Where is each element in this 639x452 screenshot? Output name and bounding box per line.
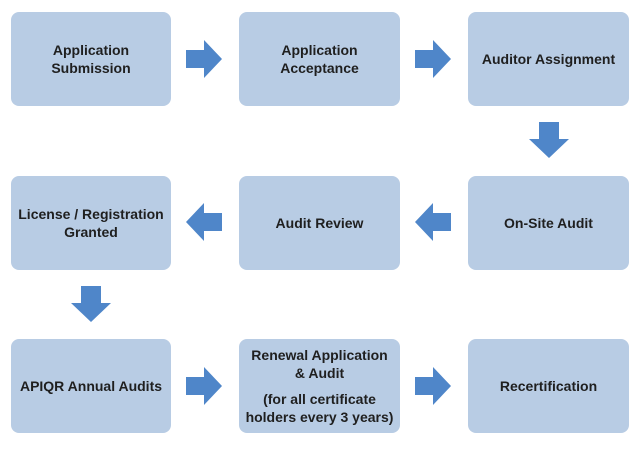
renewal-note-line: holders every 3 years) (245, 409, 394, 425)
step-label-line: Granted (64, 224, 118, 240)
step-apiqr-annual-audits: APIQR Annual Audits (11, 339, 171, 433)
down-arrow-icon (529, 122, 569, 158)
step-auditor-assignment: Auditor Assignment (468, 12, 629, 106)
renewal-note-line: (for all certificate (263, 391, 376, 407)
step-label-line: Application (52, 42, 130, 58)
step-label-line: Audit Review (275, 215, 364, 231)
step-label-line: APIQR Annual Audits (19, 378, 163, 394)
right-arrow-icon (186, 367, 222, 405)
right-arrow-icon (186, 40, 222, 78)
step-renewal-application-audit: Renewal Application & Audit (for all cer… (239, 339, 400, 433)
step-application-acceptance: Application Acceptance (239, 12, 400, 106)
step-label-line: Application (281, 42, 358, 58)
step-label-line: Submission (51, 60, 131, 76)
right-arrow-icon (415, 367, 451, 405)
down-arrow-icon (71, 286, 111, 322)
step-license-registration-granted: License / Registration Granted (11, 176, 171, 270)
right-arrow-icon (415, 40, 451, 78)
step-audit-review: Audit Review (239, 176, 400, 270)
step-on-site-audit: On-Site Audit (468, 176, 629, 270)
step-label-line: Acceptance (280, 60, 359, 76)
step-label-line: License / Registration (18, 206, 164, 222)
left-arrow-icon (186, 203, 222, 241)
step-label-line: Auditor Assignment (481, 51, 616, 67)
step-label-line: Recertification (499, 378, 598, 394)
step-label-line: Renewal Application (251, 347, 388, 363)
step-label-line: On-Site Audit (504, 215, 593, 231)
step-recertification: Recertification (468, 339, 629, 433)
left-arrow-icon (415, 203, 451, 241)
step-application-submission: Application Submission (11, 12, 171, 106)
step-label-line: & Audit (294, 365, 345, 381)
